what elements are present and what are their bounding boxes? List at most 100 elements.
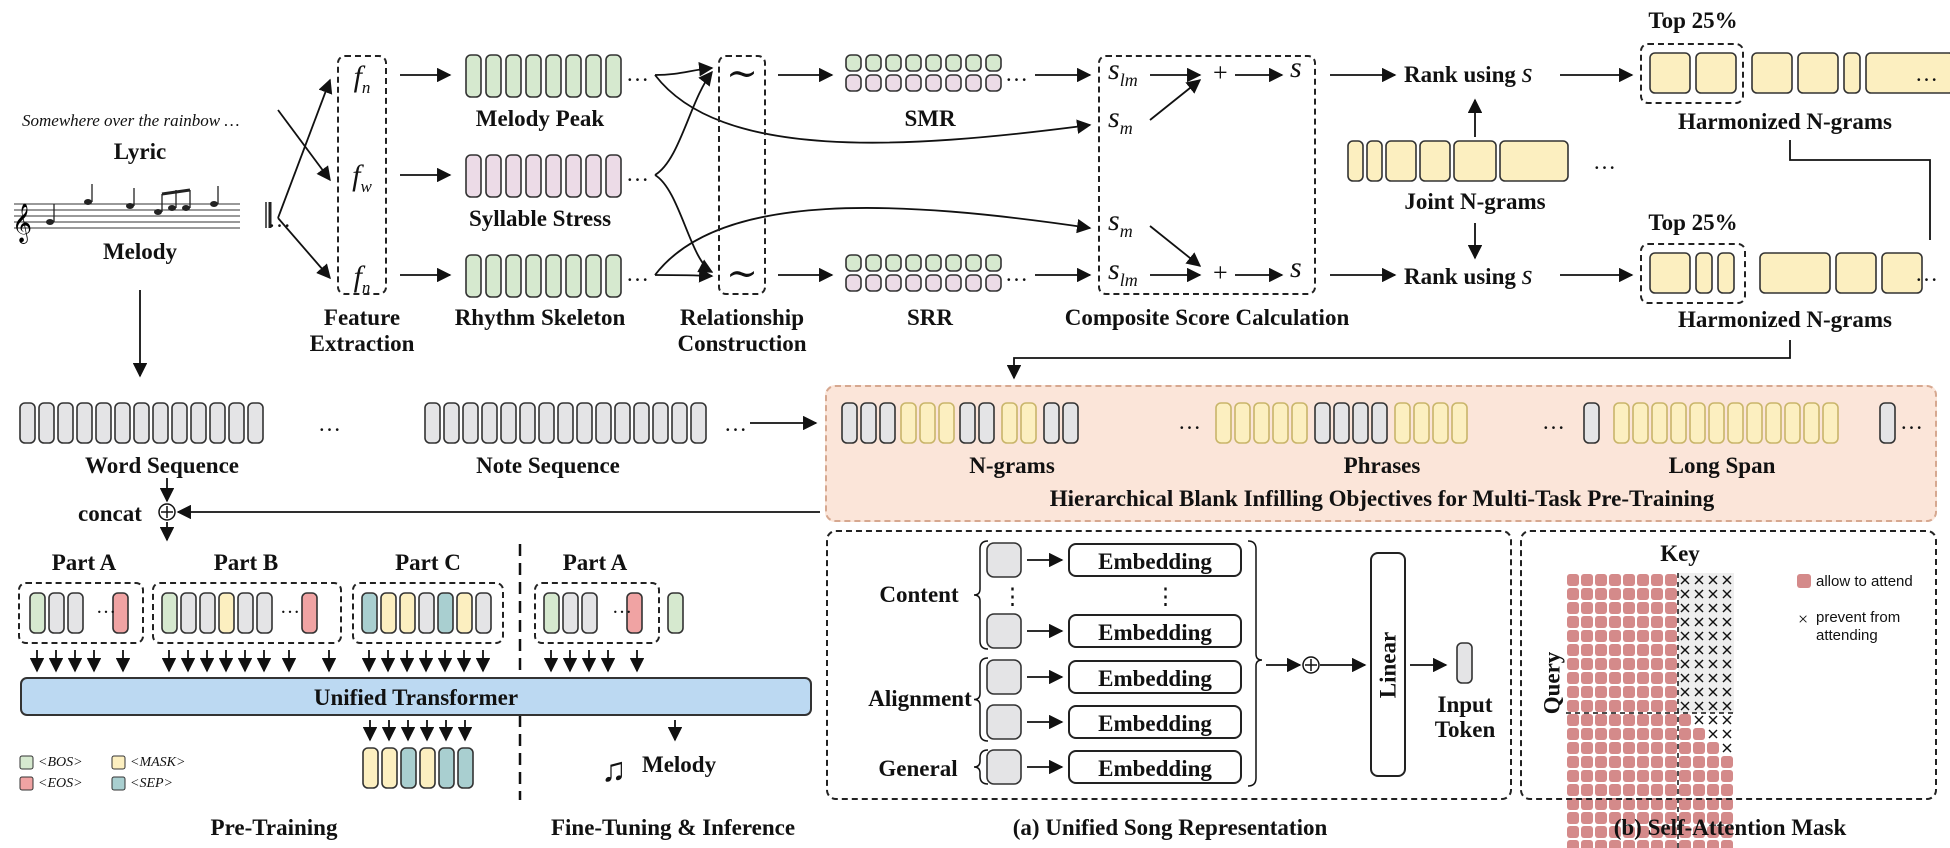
s-top: s <box>1290 51 1302 84</box>
attend-cell <box>1637 602 1649 614</box>
attend-cell <box>1567 742 1579 754</box>
attend-cell <box>1567 784 1579 796</box>
phrase-seq-token <box>1314 402 1331 444</box>
note-token <box>481 402 498 444</box>
attend-cell <box>1595 672 1607 684</box>
legend-eos-label: <EOS> <box>38 776 83 791</box>
concat-label: concat <box>78 501 142 526</box>
mask-cross <box>1694 589 1704 599</box>
phrase-seq-token <box>1352 402 1369 444</box>
longspan-mask-token <box>1632 402 1649 444</box>
attend-cell <box>1609 588 1621 600</box>
ellipsis-part-b: … <box>280 596 300 618</box>
f-w: fw <box>352 159 372 196</box>
mask-cross <box>1694 645 1704 655</box>
harmonized-token-bottom <box>1759 252 1831 294</box>
pre-training-label: Pre-Training <box>210 815 338 840</box>
attend-cell <box>1665 728 1677 740</box>
attend-cell <box>1609 812 1621 824</box>
smr-token <box>885 74 902 92</box>
attend-cell <box>1693 742 1705 754</box>
part-c-token <box>456 592 473 634</box>
part-c-token <box>361 592 378 634</box>
attend-cell <box>1567 728 1579 740</box>
top25-box-bottom <box>1640 243 1746 304</box>
attend-cell <box>1609 840 1621 848</box>
part-c-token <box>475 592 492 634</box>
note-token <box>614 402 631 444</box>
attend-cell <box>1595 798 1607 810</box>
attend-cell <box>1567 812 1579 824</box>
harmonized-token-top <box>1865 52 1950 94</box>
attend-cell <box>1665 798 1677 810</box>
srr-token <box>865 254 882 272</box>
phrase-mask-token <box>1451 402 1468 444</box>
attend-cell <box>1581 756 1593 768</box>
mask-cross <box>1680 659 1690 669</box>
attend-cell <box>1567 756 1579 768</box>
mask-cross <box>1680 701 1690 711</box>
part-b-token <box>180 592 197 634</box>
syllable-stress-token <box>545 154 562 198</box>
attend-cell <box>1595 784 1607 796</box>
attend-cell <box>1595 616 1607 628</box>
word-token <box>228 402 245 444</box>
attend-cell <box>1665 700 1677 712</box>
srr-token <box>845 274 862 292</box>
mask-cross <box>1708 589 1718 599</box>
attend-cell <box>1707 756 1719 768</box>
word-token <box>190 402 207 444</box>
melody-output-label: Melody <box>642 752 717 777</box>
melody-to-fn-arrow <box>277 78 333 219</box>
peak-to-sm <box>654 74 1092 144</box>
smr-token <box>845 54 862 72</box>
attend-cell <box>1637 840 1649 848</box>
panel-a-caption: (a) Unified Song Representation <box>1012 815 1328 840</box>
ngram-mask-token <box>919 402 936 444</box>
part-a-token <box>67 592 84 634</box>
harmonized-ngrams-bottom: Harmonized N-grams <box>1678 307 1892 332</box>
attend-cell <box>1637 658 1649 670</box>
joint-ngram-token <box>1453 140 1497 182</box>
attend-cell <box>1581 672 1593 684</box>
ellipsis-phrases: … <box>1542 409 1565 434</box>
attend-cell <box>1623 574 1635 586</box>
mask-cross <box>1722 603 1732 613</box>
rhythm-skeleton-token <box>605 254 622 298</box>
attend-cell <box>1707 798 1719 810</box>
attend-cell <box>1623 616 1635 628</box>
allow-legend-swatch <box>1797 574 1811 588</box>
attend-cell <box>1721 840 1733 848</box>
attend-cell <box>1637 742 1649 754</box>
embedding-label-1: Embedding <box>1098 549 1212 574</box>
melody-peak-label: Melody Peak <box>475 106 605 131</box>
part-b-label: Part B <box>213 550 279 575</box>
input-token-line1: Input <box>1437 692 1493 717</box>
tilde-top: ∼ <box>726 53 758 95</box>
attend-cell <box>1693 812 1705 824</box>
attend-cell <box>1609 742 1621 754</box>
longspan-mask-token <box>1727 402 1744 444</box>
attend-cell <box>1623 658 1635 670</box>
phrases-label: Phrases <box>1343 453 1421 478</box>
attend-cell <box>1637 644 1649 656</box>
phrase-mask-token <box>1432 402 1449 444</box>
attend-cell <box>1595 658 1607 670</box>
sm-to-plus-top <box>1149 79 1202 121</box>
attend-cell <box>1623 840 1635 848</box>
attend-cell <box>1581 742 1593 754</box>
embedding-label-3: Embedding <box>1098 666 1212 691</box>
longspan-mask-token <box>1822 402 1839 444</box>
mask-cross <box>1680 645 1690 655</box>
mask-cross <box>1722 659 1732 669</box>
mask-cross <box>1722 729 1732 739</box>
attend-cell <box>1665 742 1677 754</box>
attend-cell <box>1567 700 1579 712</box>
finetune-bos-token <box>667 592 684 634</box>
mask-cross <box>1722 575 1732 585</box>
attend-cell <box>1609 756 1621 768</box>
attend-cell <box>1637 574 1649 586</box>
attend-cell <box>1651 812 1663 824</box>
alignment-brace <box>973 657 989 742</box>
